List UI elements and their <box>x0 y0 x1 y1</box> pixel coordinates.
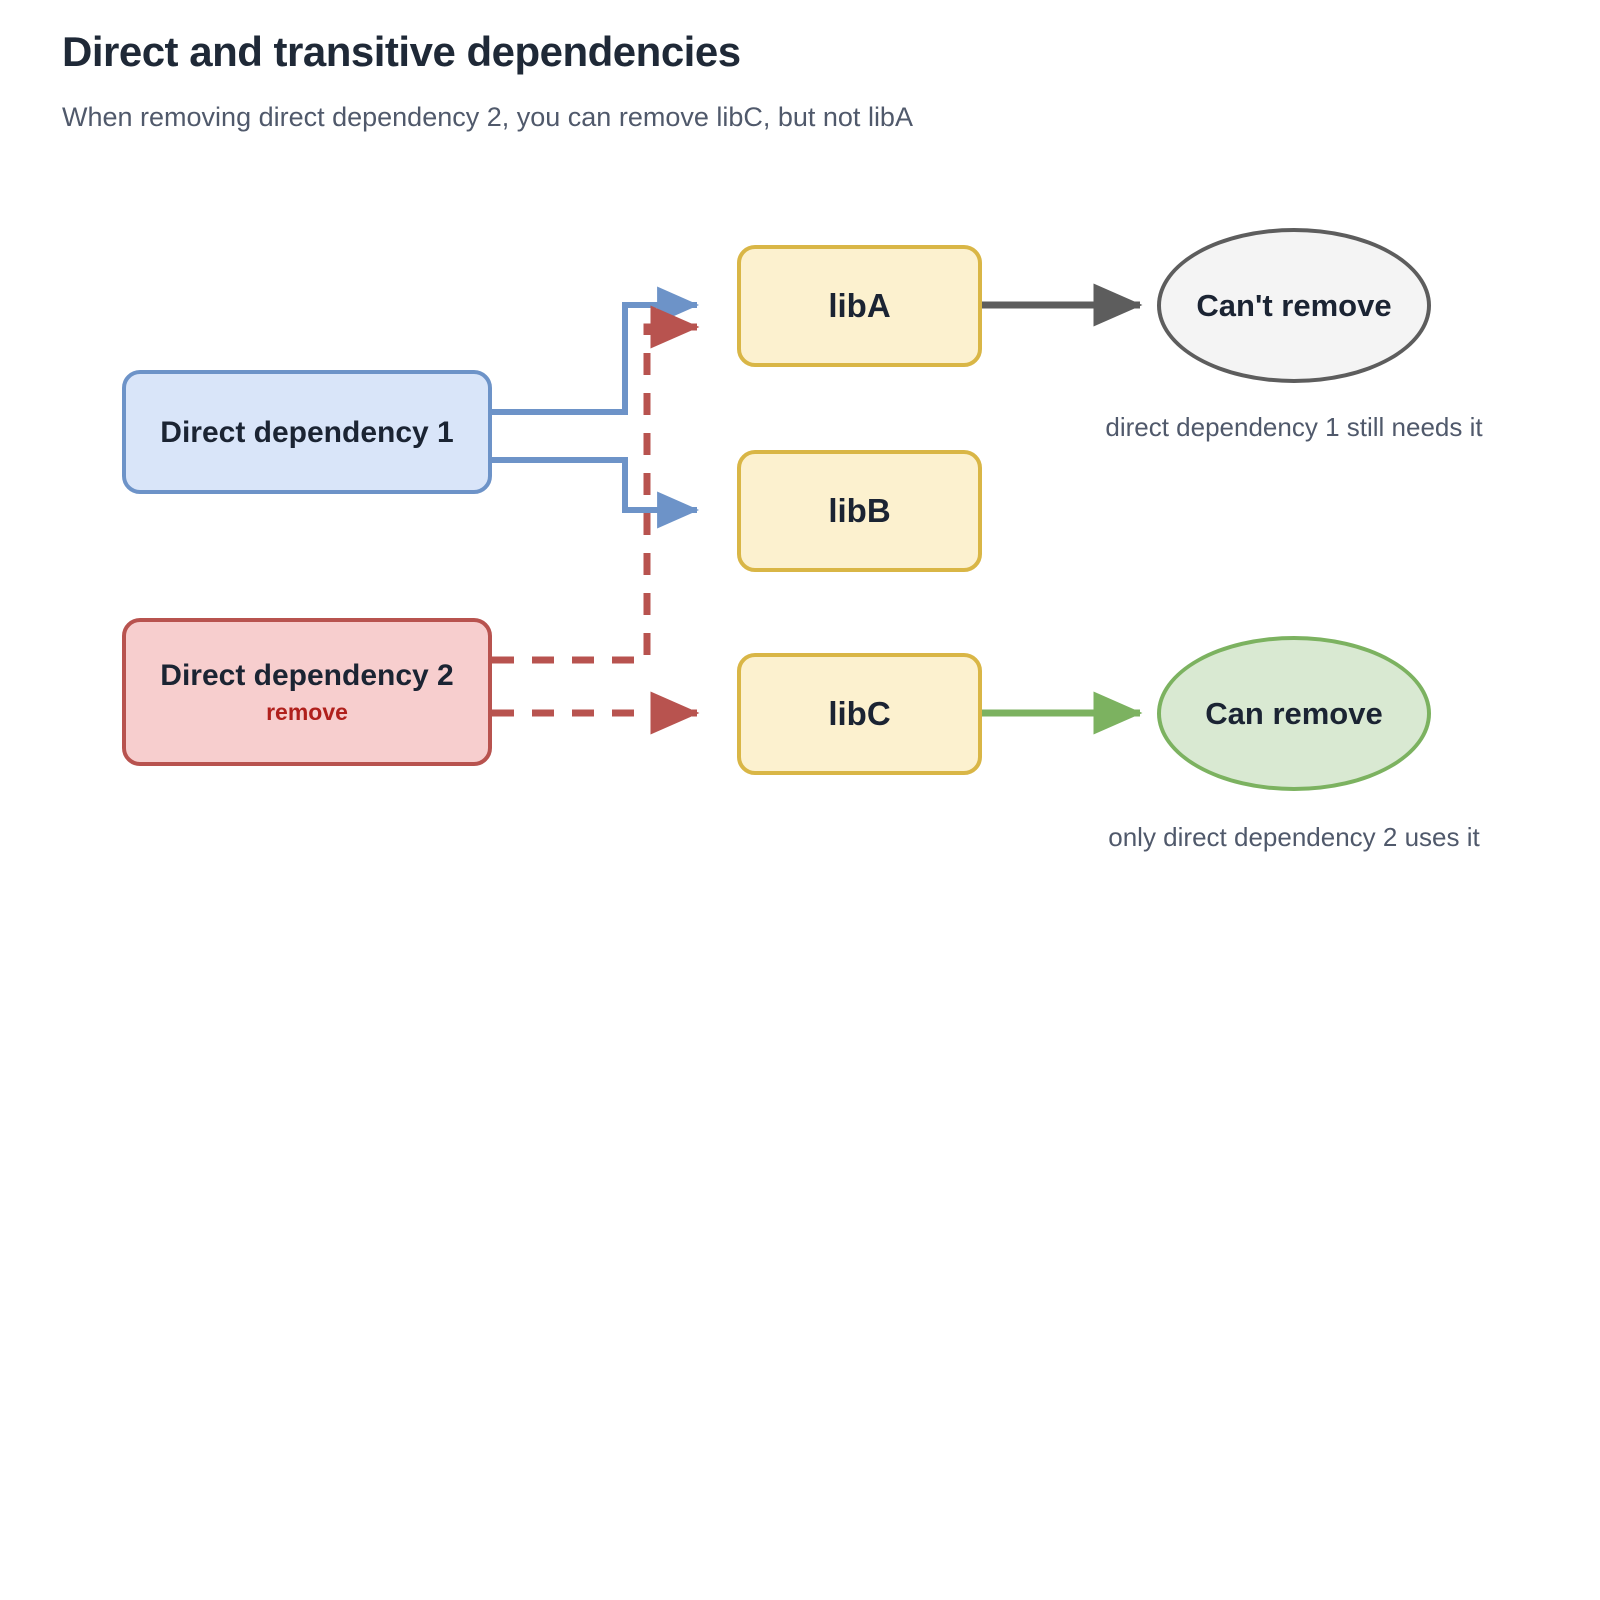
node-label-libc: libC <box>828 695 891 732</box>
caption-cant-remove: direct dependency 1 still needs it <box>1105 412 1483 442</box>
edge-dep1-to-liba <box>492 286 700 415</box>
node-label-liba: libA <box>828 287 891 324</box>
node-direct-dependency-2[interactable]: Direct dependency 2 remove <box>122 618 492 766</box>
page-subtitle: When removing direct dependency 2, you c… <box>62 102 913 133</box>
caption-can-remove: only direct dependency 2 uses it <box>1108 822 1480 852</box>
node-label-cant-remove: Can't remove <box>1196 287 1392 323</box>
header: Direct and transitive dependencies When … <box>62 28 1462 133</box>
node-libb[interactable]: libB <box>737 450 982 572</box>
node-label-can-remove: Can remove <box>1205 695 1383 731</box>
edge-dep1-to-libb <box>492 457 700 529</box>
node-direct-dependency-1[interactable]: Direct dependency 1 <box>122 370 492 494</box>
node-cant-remove[interactable]: Can't remove <box>1157 228 1431 383</box>
node-liba[interactable]: libA <box>737 245 982 367</box>
node-can-remove[interactable]: Can remove <box>1157 636 1431 791</box>
node-label-libb: libB <box>828 492 891 529</box>
node-libc[interactable]: libC <box>737 653 982 775</box>
edge-dep2-to-liba <box>492 305 700 664</box>
node-label-direct-dependency-1: Direct dependency 1 <box>160 415 454 449</box>
node-label-direct-dependency-2: Direct dependency 2 <box>160 658 454 692</box>
node-sublabel-remove: remove <box>266 698 348 725</box>
page-title: Direct and transitive dependencies <box>62 28 741 75</box>
